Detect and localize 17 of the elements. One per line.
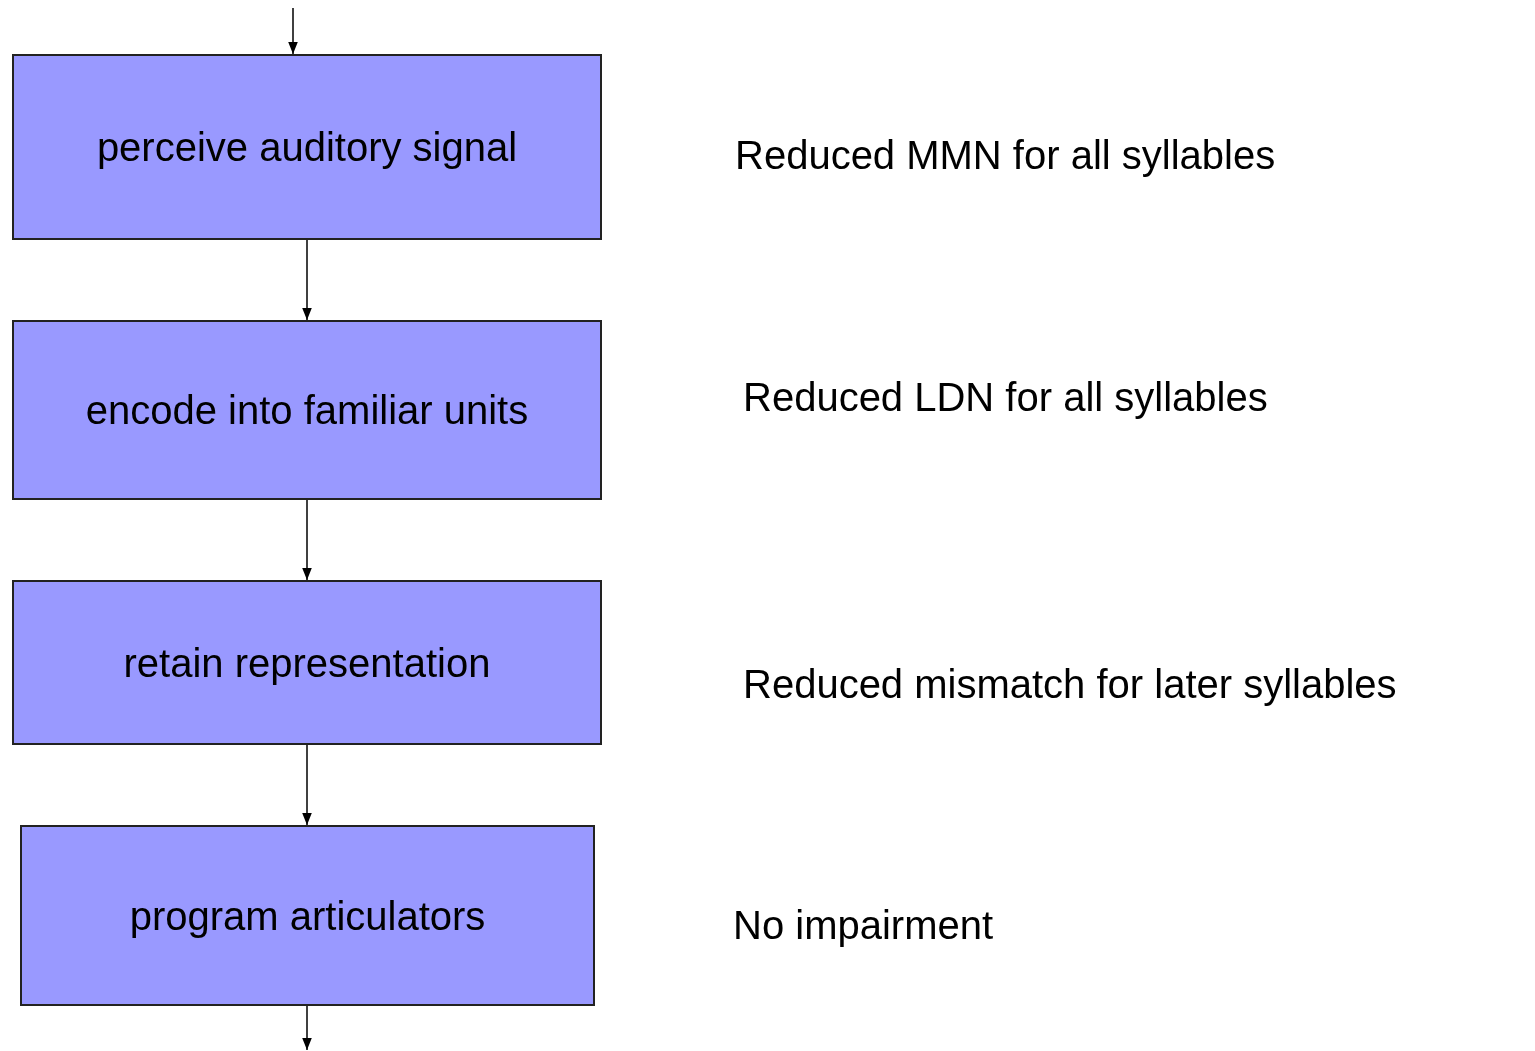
box-label: program articulators (129, 892, 486, 940)
box-label: encode into familiar units (85, 387, 529, 434)
process-box (20, 825, 595, 1006)
arrow (302, 239, 312, 321)
process-box (12, 54, 602, 240)
process-box (12, 320, 602, 500)
arrow (302, 499, 312, 581)
note-text: Reduced mismatch for later syllables (743, 664, 1397, 704)
process-box (12, 580, 602, 745)
box-label: perceive auditory signal (96, 124, 518, 171)
box-label: retain representation (123, 639, 491, 687)
arrow (302, 1005, 312, 1051)
arrow (288, 7, 298, 55)
note-text: Reduced LDN for all syllables (743, 377, 1268, 417)
note-text: No impairment (733, 905, 994, 945)
note-text: Reduced MMN for all syllables (735, 135, 1276, 175)
arrow (302, 744, 312, 826)
